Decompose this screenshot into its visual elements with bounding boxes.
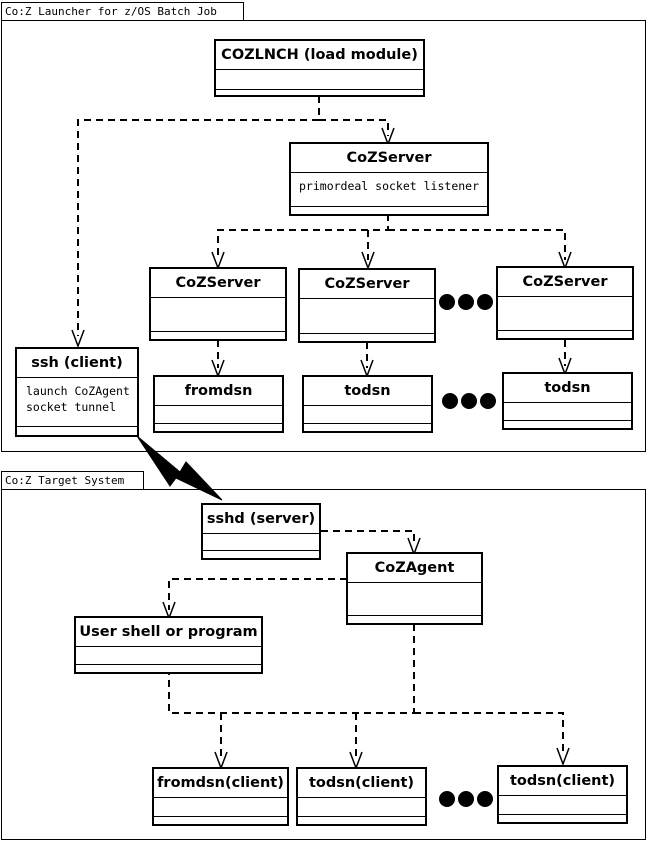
todsn-class-1: todsn xyxy=(302,375,433,433)
ssh-client-class: ssh (client) launch CoZAgent socket tunn… xyxy=(15,347,139,437)
todsn-client-2-title: todsn(client) xyxy=(499,767,626,796)
todsn-2-title: todsn xyxy=(504,374,631,403)
todsn-class-2: todsn xyxy=(502,372,633,430)
cozagent-title: CoZAgent xyxy=(348,554,481,583)
target-package xyxy=(1,489,646,840)
target-package-tab: Co:Z Target System xyxy=(1,471,144,490)
dep-line-lnch-server xyxy=(319,119,389,136)
arrowhead-ssh xyxy=(71,329,85,349)
todsn-client-class-1: todsn(client) xyxy=(296,767,427,826)
dep-line-agent-clients xyxy=(168,624,415,714)
sshd-title: sshd (server) xyxy=(203,505,319,534)
ssh-client-title: ssh (client) xyxy=(17,349,137,378)
dep-line-agent-shell xyxy=(168,578,347,610)
dep-line-server-children xyxy=(217,214,389,260)
user-shell-title: User shell or program xyxy=(76,618,261,647)
ellipsis-dot xyxy=(458,294,474,310)
launcher-package xyxy=(1,20,646,452)
ellipsis-dot xyxy=(439,294,455,310)
cozserver-child-1: CoZServer xyxy=(149,267,287,341)
user-shell-class: User shell or program xyxy=(74,616,263,674)
cozserver-main-text: primordeal socket listener xyxy=(299,179,480,193)
dep-line-sshd-agent xyxy=(321,530,415,546)
cozserver-main-title: CoZServer xyxy=(291,144,487,173)
cozlnch-title: COZLNCH (load module) xyxy=(216,41,423,70)
cozagent-class: CoZAgent xyxy=(346,552,483,625)
cozserver-main-class: CoZServer primordeal socket listener xyxy=(289,142,489,216)
ellipsis-dot xyxy=(477,791,493,807)
ellipsis-dot xyxy=(458,791,474,807)
ssh-client-line1: launch CoZAgent xyxy=(26,384,130,398)
ellipsis-dot xyxy=(439,791,455,807)
launcher-package-tab: Co:Z Launcher for z/OS Batch Job xyxy=(1,2,244,21)
cozserver-child-2: CoZServer xyxy=(298,268,436,343)
ssh-client-line2: socket tunnel xyxy=(26,400,117,414)
cozserver-child-1-title: CoZServer xyxy=(151,269,285,298)
sshd-class: sshd (server) xyxy=(201,503,321,560)
dep-line-server-child3 xyxy=(388,229,566,260)
fromdsn-client-class: fromdsn(client) xyxy=(152,767,289,826)
ellipsis-dot xyxy=(442,393,458,409)
todsn-client-1-title: todsn(client) xyxy=(298,769,425,798)
cozserver-child-3: CoZServer xyxy=(496,266,634,340)
ellipsis-dot xyxy=(477,294,493,310)
arrowhead-client3 xyxy=(556,747,570,767)
ellipsis-dot xyxy=(480,393,496,409)
ellipsis-dot xyxy=(461,393,477,409)
todsn-client-class-2: todsn(client) xyxy=(497,765,628,824)
dep-line-lnch xyxy=(77,96,320,336)
todsn-1-title: todsn xyxy=(304,377,431,406)
fromdsn-class: fromdsn xyxy=(153,375,284,433)
cozlnch-class: COZLNCH (load module) xyxy=(214,39,425,97)
cozserver-child-3-title: CoZServer xyxy=(498,268,632,297)
fromdsn-client-title: fromdsn(client) xyxy=(154,769,287,798)
cozserver-child-2-title: CoZServer xyxy=(300,270,434,299)
fromdsn-title: fromdsn xyxy=(155,377,282,406)
lightning-connector xyxy=(136,435,223,501)
dep-line-client3 xyxy=(414,712,564,756)
